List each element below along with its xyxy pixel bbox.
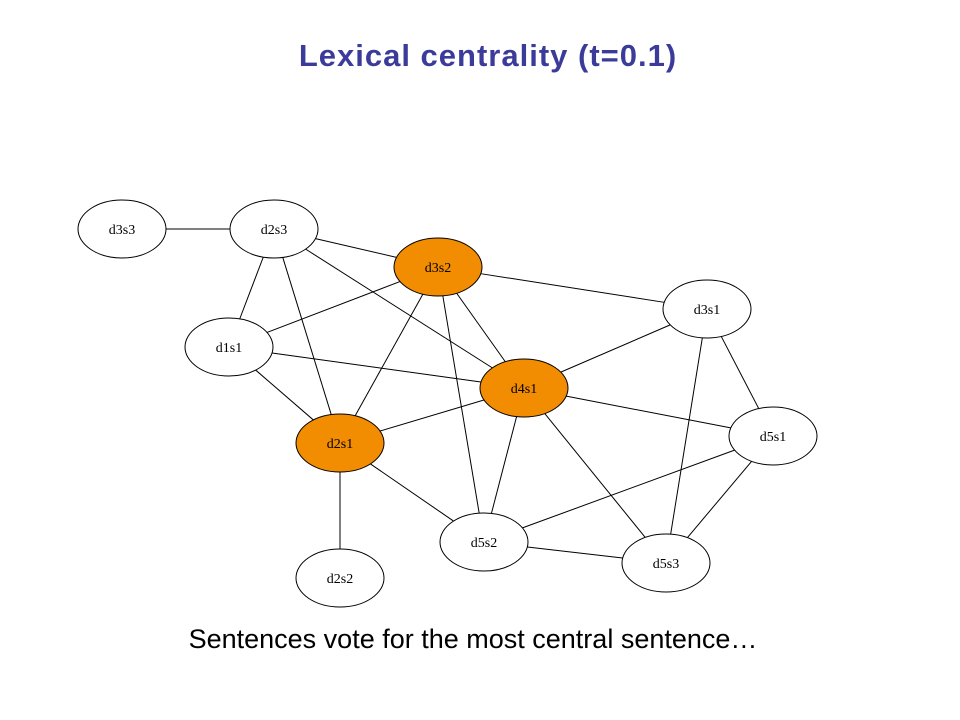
edge-d2s3-d4s1: [305, 248, 493, 369]
node-d2s2: d2s2: [295, 548, 385, 608]
node-d3s2: d3s2: [393, 237, 483, 297]
edge-d2s1-d5s2: [370, 463, 454, 522]
node-d2s1: d2s1: [295, 413, 385, 473]
edge-d4s1-d3s1: [560, 324, 671, 373]
node-ellipse: [77, 199, 167, 259]
edge-d3s1-d5s1: [720, 336, 760, 409]
edge-d4s1-d5s1: [566, 395, 731, 429]
node-label: d5s2: [471, 536, 497, 551]
node-label: d3s2: [425, 261, 451, 276]
node-label: d3s3: [109, 223, 135, 238]
node-d3s3: d3s3: [77, 199, 167, 259]
node-ellipse: [229, 199, 319, 259]
edge-d5s1-d5s2: [522, 449, 735, 529]
node-d5s1: d5s1: [728, 406, 818, 466]
edge-d3s2-d5s2: [442, 295, 480, 514]
slide-caption: Sentences vote for the most central sent…: [188, 624, 758, 654]
edge-d1s1-d2s1: [255, 369, 314, 421]
edge-d3s2-d1s1: [266, 281, 401, 333]
edge-d3s2-d2s1: [354, 293, 424, 417]
node-ellipse: [295, 413, 385, 473]
node-d3s1: d3s1: [662, 279, 752, 339]
node-label: d1s1: [216, 341, 242, 356]
node-d5s2: d5s2: [439, 512, 529, 572]
edge-d4s1-d2s1: [379, 399, 485, 432]
node-label: d2s1: [327, 437, 353, 452]
edge-d4s1-d5s2: [490, 416, 518, 514]
node-d4s1: d4s1: [479, 358, 569, 418]
edge-d2s3-d3s2: [315, 238, 397, 258]
edge-d3s1-d5s3: [670, 337, 703, 535]
node-layer: d3s3 d2s3 d3s2 d3s1 d1s1 d4s1 d2s1 d5s1 d5s2 d5s3…: [77, 199, 818, 608]
node-ellipse: [728, 406, 818, 466]
node-label: d2s2: [327, 572, 353, 587]
node-label: d4s1: [511, 382, 537, 397]
node-d5s3: d5s3: [621, 533, 711, 593]
slide-title: Lexical centrality (t=0.1): [298, 38, 678, 73]
node-label: d5s1: [760, 430, 786, 445]
edge-d4s1-d5s3: [544, 413, 646, 538]
edge-d5s2-d5s3: [527, 546, 623, 559]
edge-d5s1-d5s3: [686, 461, 753, 538]
node-ellipse: [295, 548, 385, 608]
node-ellipse: [184, 317, 274, 377]
node-ellipse: [393, 237, 483, 297]
node-label: d3s1: [694, 303, 720, 318]
node-d1s1: d1s1: [184, 317, 274, 377]
node-ellipse: [439, 512, 529, 572]
node-ellipse: [662, 279, 752, 339]
node-ellipse: [621, 533, 711, 593]
node-d2s3: d2s3: [229, 199, 319, 259]
edge-d1s1-d4s1: [271, 352, 482, 383]
edge-d2s3-d2s1: [282, 257, 332, 415]
edge-d3s2-d4s1: [456, 292, 506, 363]
edge-d2s3-d1s1: [239, 256, 264, 320]
node-ellipse: [479, 358, 569, 418]
edge-d3s2-d3s1: [480, 273, 665, 303]
node-label: d5s3: [653, 557, 679, 572]
node-label: d2s3: [261, 223, 287, 238]
edge-layer: [166, 228, 760, 559]
